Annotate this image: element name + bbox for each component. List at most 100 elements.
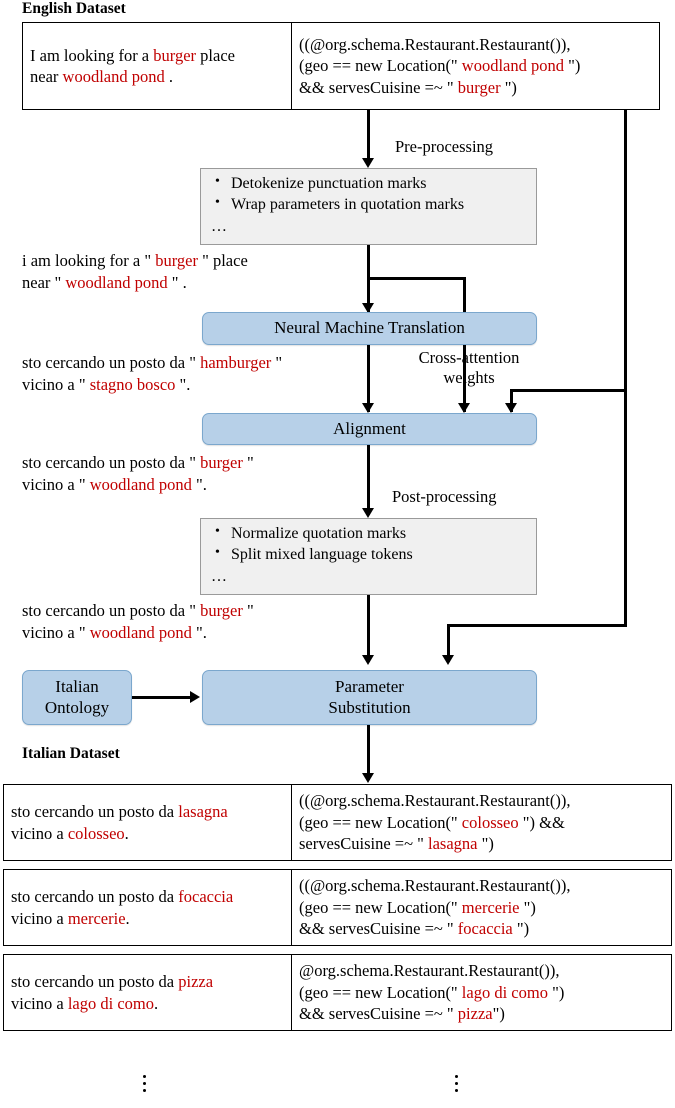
text-line: && servesCuisine =~ " pizza") — [299, 1003, 664, 1024]
text-token: " — [242, 453, 254, 472]
parameter-token: woodland pond — [89, 622, 192, 642]
parameter-token: woodland pond — [65, 272, 168, 292]
parameter-token: lago di como — [67, 993, 154, 1013]
text-after-postprocessing: sto cercando un posto da " burger "vicin… — [22, 600, 254, 644]
text-line: vicino a " woodland pond ". — [22, 622, 254, 644]
text-line: ((@org.schema.Restaurant.Restaurant()), — [299, 875, 664, 896]
arrowhead-italian-dataset-in — [362, 773, 374, 783]
nmt-label: Neural Machine Translation — [274, 318, 465, 338]
text-line: (geo == new Location(" woodland pond ") — [299, 55, 652, 76]
text-token: vicino a — [11, 908, 68, 928]
arrowhead-postprocessing-in — [362, 508, 374, 518]
text-token: near — [30, 67, 63, 86]
substitution-label-line1: Parameter — [335, 676, 404, 696]
arrowhead-alignment-in-mid — [458, 403, 470, 413]
text-token: . — [153, 993, 159, 1013]
text-token: (geo == new Location(" — [299, 812, 462, 832]
text-token: vicino a " — [22, 374, 90, 394]
preprocessing-ellipsis: … — [211, 218, 229, 236]
text-token: ") — [564, 56, 581, 76]
parameter-token: colosseo — [461, 812, 519, 832]
parameter-token: woodland pond — [89, 474, 192, 494]
text-line: sto cercando un posto da lasagna — [11, 801, 284, 822]
arrowhead-alignment-in-right — [505, 403, 517, 413]
arrowhead-substitution-in-left — [362, 655, 374, 665]
cross-attention-edge-label: Cross-attention weights — [398, 348, 540, 388]
text-token: && servesCuisine =~ " — [299, 919, 458, 939]
connector-dataset-to-preprocessing — [367, 110, 370, 160]
neural-machine-translation-box[interactable]: Neural Machine Translation — [202, 312, 537, 345]
arrowhead-alignment-in-left — [362, 403, 374, 413]
text-token: place — [196, 45, 235, 65]
arrowhead-preprocessing-in — [362, 158, 374, 168]
cross-attention-label-line2: weights — [443, 367, 495, 387]
text-token: @org.schema.Restaurant.Restaurant()), — [299, 961, 560, 981]
parameter-token: lasagna — [428, 834, 478, 854]
text-token: sto cercando un posto da " — [22, 601, 201, 620]
arrowhead-substitution-in-right — [442, 655, 454, 665]
text-token: . — [164, 67, 173, 86]
text-token: sto cercando un posto da — [11, 972, 179, 992]
connector-ontology-to-substitution — [132, 696, 192, 699]
postprocessing-item-list: Normalize quotation marks Split mixed la… — [211, 523, 536, 565]
italian-logical-form-cell: @org.schema.Restaurant.Restaurant()),(ge… — [291, 955, 671, 1030]
text-token: . — [124, 823, 129, 843]
preprocessing-edge-label: Pre-processing — [395, 137, 494, 156]
parameter-token: burger — [155, 251, 198, 270]
text-token: ((@org.schema.Restaurant.Restaurant()), — [299, 791, 571, 811]
parameter-substitution-box[interactable]: Parameter Substitution — [202, 670, 537, 725]
arrowhead-substitution-in-ontology — [190, 691, 200, 703]
parameter-token: burger — [457, 77, 501, 97]
text-after-alignment: sto cercando un posto da " burger "vicin… — [22, 452, 254, 496]
text-token: servesCuisine =~ " — [299, 834, 428, 854]
text-token: ") — [477, 834, 494, 854]
alignment-label: Alignment — [333, 418, 406, 438]
parameter-token: woodland pond — [461, 56, 564, 76]
substitution-label-line2: Substitution — [328, 697, 411, 717]
preprocessing-item: Detokenize punctuation marks — [215, 173, 536, 194]
connector-alignment-to-postprocessing — [367, 445, 370, 515]
alignment-box[interactable]: Alignment — [202, 413, 537, 445]
text-token: ". — [191, 622, 207, 642]
text-token: sto cercando un posto da " — [22, 353, 201, 372]
parameter-token: burger — [200, 453, 243, 472]
preprocessing-step-box: Detokenize punctuation marks Wrap parame… — [200, 168, 537, 245]
text-token: ") && — [518, 812, 565, 832]
text-line: i am looking for a " burger " place — [22, 250, 248, 272]
text-token: ((@org.schema.Restaurant.Restaurant()), — [299, 876, 571, 896]
connector-bypass-elbow-v — [510, 389, 513, 412]
text-line: ((@org.schema.Restaurant.Restaurant()), — [299, 34, 652, 55]
text-token: " place — [197, 251, 248, 270]
text-line: vicino a colosseo. — [11, 823, 284, 844]
parameter-token: pizza — [178, 972, 214, 992]
text-line: servesCuisine =~ " lasagna ") — [299, 833, 664, 854]
parameter-token: mercerie — [461, 897, 520, 917]
postprocessing-item: Normalize quotation marks — [215, 523, 536, 544]
text-token: ") — [519, 897, 536, 917]
connector-bypass-elbow-h — [510, 389, 627, 392]
text-after-nmt: sto cercando un posto da " hamburger "vi… — [22, 352, 282, 396]
connector-nmt-to-alignment — [367, 345, 370, 412]
postprocessing-edge-label: Post-processing — [392, 487, 497, 506]
text-token: sto cercando un posto da " — [22, 453, 201, 472]
text-line: (geo == new Location(" mercerie ") — [299, 897, 664, 918]
text-token: && servesCuisine =~ " — [299, 77, 458, 97]
text-token: ". — [191, 474, 207, 494]
parameter-token: colosseo — [67, 823, 125, 843]
preprocessing-item-list: Detokenize punctuation marks Wrap parame… — [211, 173, 536, 215]
italian-ontology-box[interactable]: Italian Ontology — [22, 670, 132, 725]
italian-logical-form-cell: ((@org.schema.Restaurant.Restaurant()),(… — [291, 870, 671, 945]
text-token: . — [125, 908, 130, 928]
connector-bypass-elbow2-h — [447, 624, 627, 627]
text-line: && servesCuisine =~ " focaccia ") — [299, 918, 664, 939]
text-token: vicino a — [11, 823, 68, 843]
text-line: sto cercando un posto da focaccia — [11, 886, 284, 907]
text-line: @org.schema.Restaurant.Restaurant()), — [299, 960, 664, 981]
parameter-token: hamburger — [200, 353, 272, 372]
